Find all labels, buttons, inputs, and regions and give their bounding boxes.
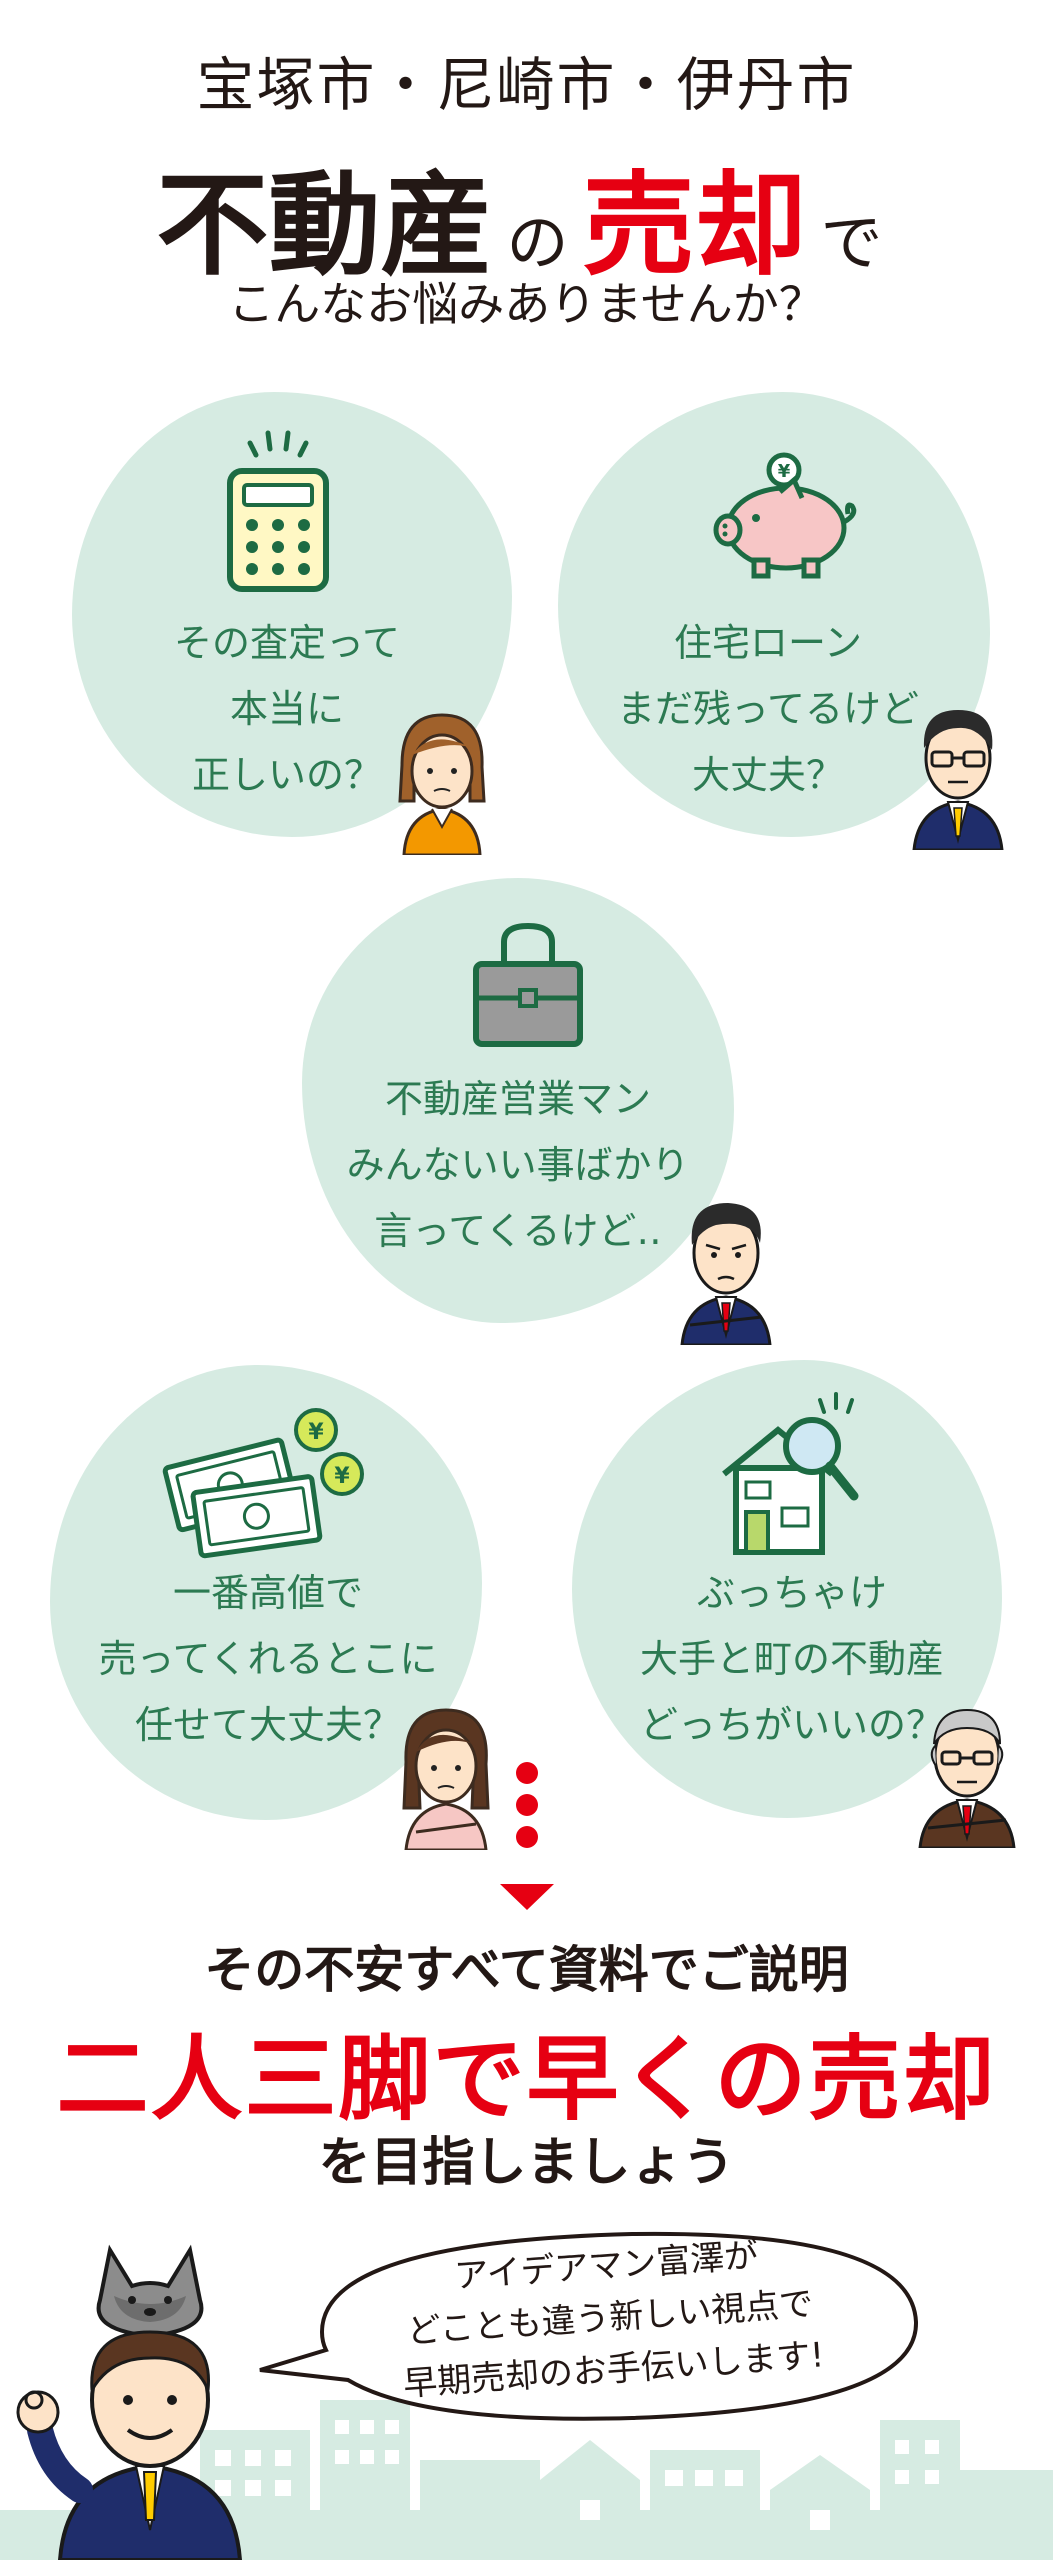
svg-text:¥: ¥ (778, 461, 791, 482)
salesman-illustration (676, 1185, 776, 1349)
headline-real-estate: 不動産 (156, 161, 493, 291)
headline-particle-de: で (820, 206, 883, 279)
worried-woman-2-illustration (396, 1700, 496, 1854)
worried-woman-illustration (392, 705, 492, 859)
worry-1-line-3: 正しいの？ (191, 753, 382, 797)
agent-mascot-illustration (10, 2240, 260, 2564)
worry-bubble-3 (302, 878, 734, 1323)
money-icon: ¥ ¥ (162, 1402, 372, 1562)
cities-heading: 宝塚市・尼崎市・伊丹市 (196, 51, 857, 119)
worry-text-2: 住宅ローン まだ残ってるけど 大丈夫？ (578, 610, 958, 808)
conclusion-line-3: を目指しましょう (318, 2133, 735, 2193)
conclusion-line-1: その不安すべて資料でご説明 (204, 1941, 849, 1999)
house-search-icon (716, 1390, 876, 1560)
worry-text-5: ぶっちゃけ 大手と町の不動産 どっちがいいの？ (592, 1560, 992, 1758)
worry-text-3: 不動産営業マン みんないい事ばかり 言ってくるけど‥ (318, 1066, 718, 1264)
worry-text-4: 一番高値で 売ってくれるとこに 任せて大丈夫？ (68, 1560, 468, 1758)
worry-text-1: その査定って 本当に 正しいの？ (102, 610, 472, 808)
arrow-dot-2 (516, 1794, 538, 1816)
worry-2-line-2: まだ残ってるけど (616, 687, 920, 731)
arrow-head-icon (500, 1884, 554, 1914)
worry-4-line-3: 任せて大丈夫？ (134, 1703, 401, 1747)
calculator-icon (218, 425, 338, 595)
worry-3-line-1: 不動産営業マン (384, 1077, 651, 1121)
conclusion-line-2: 二人三脚で早くの売却 (56, 2026, 997, 2133)
worry-5-line-1: ぶっちゃけ (696, 1571, 887, 1615)
arrow-dot-3 (516, 1826, 538, 1848)
main-headline: 不動産の売却で (0, 135, 1053, 297)
elderly-man-illustration (914, 1688, 1020, 1852)
svg-text:¥: ¥ (308, 1420, 324, 1445)
worry-2-line-3: 大丈夫？ (691, 753, 844, 797)
subheading: こんなお悩みありませんか？ (228, 277, 825, 331)
svg-text:¥: ¥ (334, 1464, 350, 1489)
speech-bubble-shape (252, 2212, 932, 2446)
worry-4-line-2: 売ってくれるとこに (98, 1637, 438, 1681)
briefcase-icon (468, 920, 588, 1050)
arrow-dot-1 (516, 1762, 538, 1784)
worry-1-line-1: その査定って (173, 621, 401, 665)
worry-1-line-2: 本当に (229, 687, 344, 731)
worry-3-line-2: みんないい事ばかり (346, 1143, 690, 1187)
dotted-arrow-down (516, 1762, 538, 1912)
worry-5-line-3: どっちがいいの？ (639, 1703, 944, 1747)
headline-particle-no: の (506, 206, 569, 279)
headline-sale: 売却 (582, 161, 807, 291)
piggy-bank-icon: ¥ (706, 452, 866, 582)
worried-man-glasses-illustration (908, 690, 1008, 854)
worry-2-line-1: 住宅ローン (673, 621, 863, 665)
worry-3-line-3: 言ってくるけど‥ (374, 1209, 662, 1253)
worry-4-line-1: 一番高値で (172, 1571, 363, 1615)
worry-5-line-2: 大手と町の不動産 (639, 1637, 944, 1681)
